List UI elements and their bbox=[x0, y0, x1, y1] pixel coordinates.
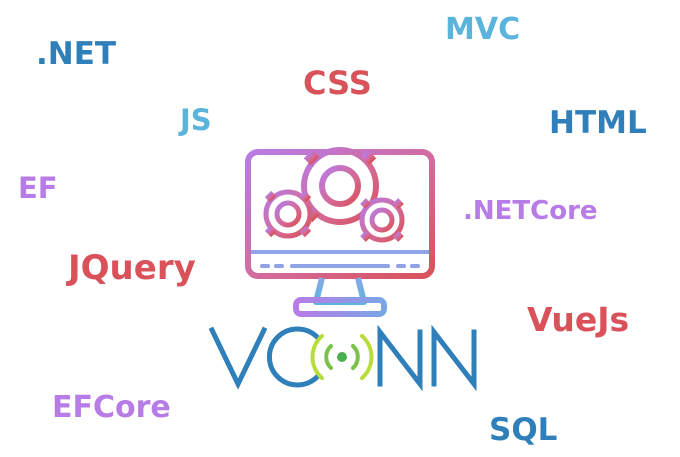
vconn-wordmark bbox=[208, 324, 477, 392]
tag-vuejs: VueJs bbox=[527, 300, 630, 339]
right-gear-icon bbox=[355, 193, 409, 247]
large-gear-icon bbox=[294, 140, 386, 232]
tag-dotnetcore: .NETCore bbox=[463, 196, 598, 226]
tag-efcore: EFCore bbox=[52, 390, 171, 425]
tag-js: JS bbox=[180, 103, 212, 137]
wordmark-letter-c bbox=[267, 326, 322, 388]
tag-ef: EF bbox=[18, 171, 58, 205]
tag-jquery: JQuery bbox=[68, 248, 196, 288]
monitor-with-gears-icon bbox=[245, 140, 435, 317]
tag-css: CSS bbox=[303, 64, 372, 102]
wordmark-letter-n2 bbox=[431, 324, 477, 392]
tag-mvc: MVC bbox=[445, 12, 521, 47]
left-gear-icon bbox=[259, 185, 317, 243]
monitor-base bbox=[293, 297, 387, 317]
wifi-signal-icon bbox=[310, 334, 374, 380]
tag-sql: SQL bbox=[489, 412, 558, 448]
tag-html: HTML bbox=[549, 105, 647, 141]
wordmark-letter-n1 bbox=[377, 324, 423, 392]
tag-dotnet: .NET bbox=[36, 36, 117, 72]
wordmark-letter-v bbox=[208, 326, 268, 390]
